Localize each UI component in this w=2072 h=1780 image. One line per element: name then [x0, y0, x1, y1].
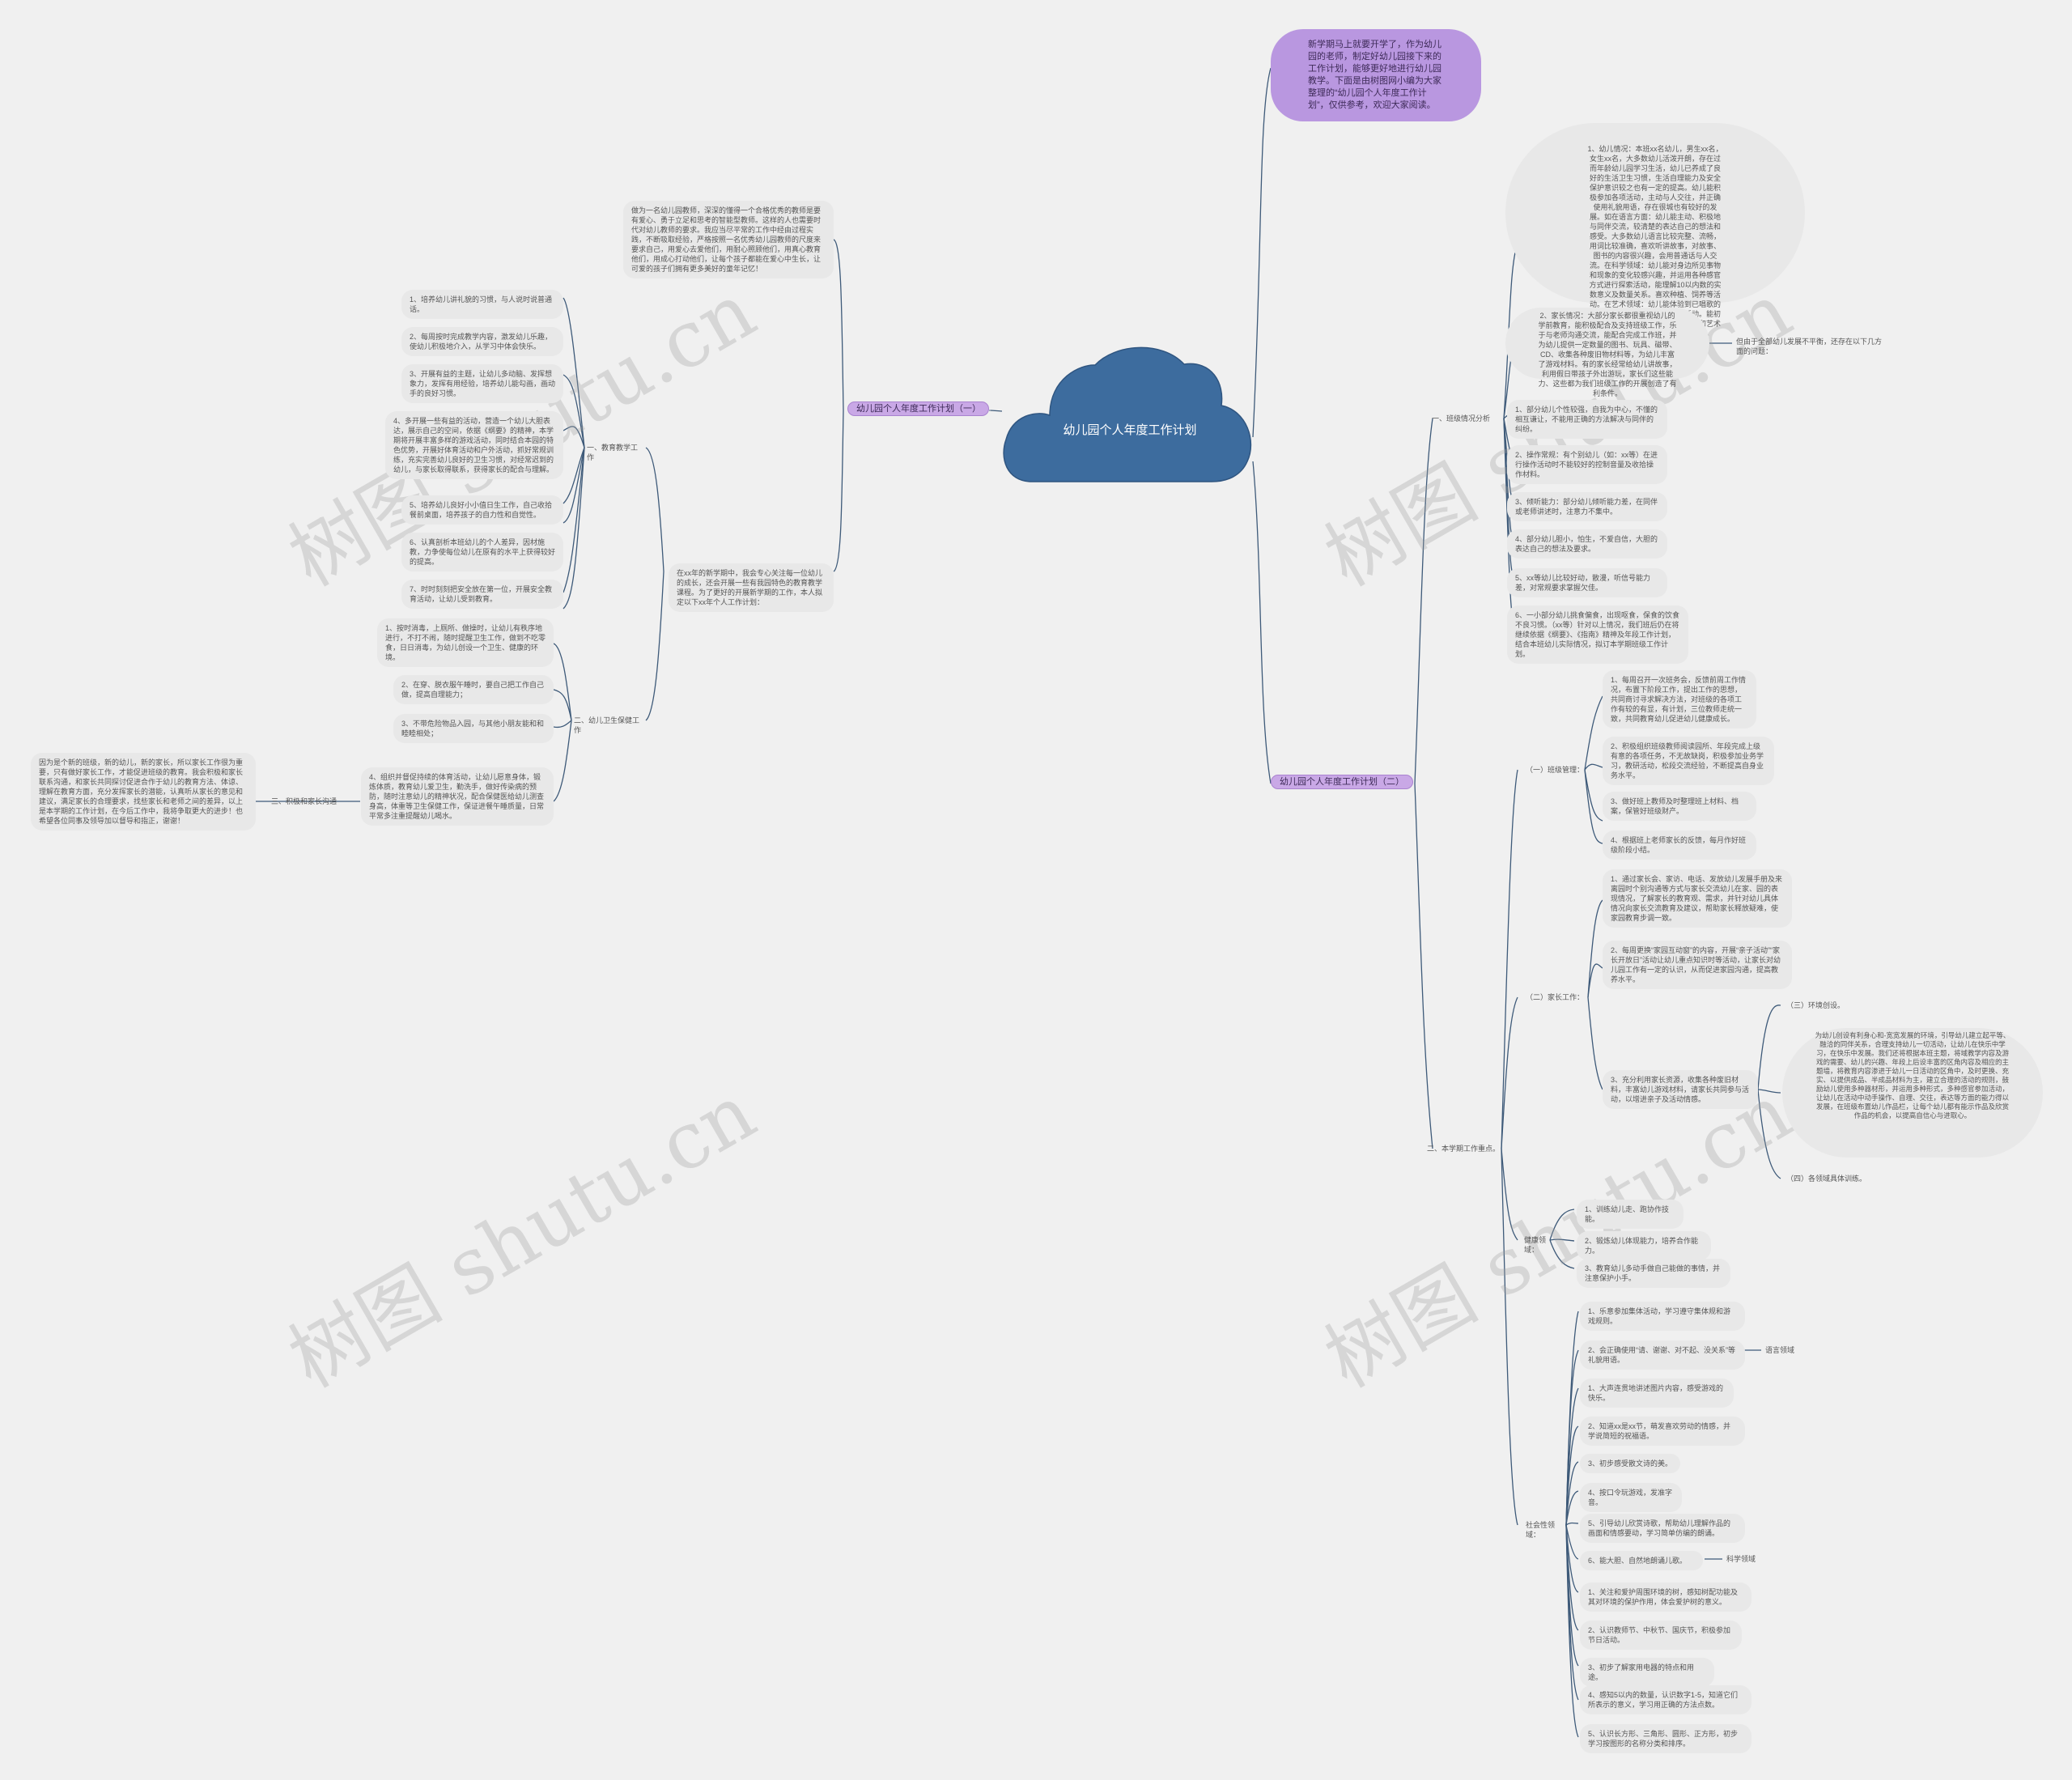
health-care-item[interactable]: 3、不带危险物品入园，与其他小朋友能和和睦睦相处；: [393, 714, 554, 743]
teaching-item[interactable]: 7、时时刻刻把安全放在第一位，开展安全教育活动，让幼儿受到教育。: [401, 580, 563, 609]
class-mgmt-label[interactable]: （一）班级管理：: [1526, 766, 1585, 774]
science-area-label[interactable]: 科学领域: [1726, 1555, 1756, 1563]
health-care-item[interactable]: 2、在穿、脱衣服午睡时，要自己把工作自己做，提高自理能力；: [393, 675, 554, 704]
teaching-item[interactable]: 3、开展有益的主题，让幼儿多动脑、发挥想象力，发挥有用经验，培养幼儿能勾画，画动…: [401, 364, 563, 403]
teaching-item[interactable]: 5、培养幼儿良好小小值日生工作，自己收拾餐前桌面，培养孩子的自力性和自觉性。: [401, 495, 563, 525]
social-area-item[interactable]: 5、认识长方形、三角形、圆形、正方形，初步学习按图形的名称分类和排序。: [1580, 1724, 1751, 1753]
left-intro-text[interactable]: 做为一名幼儿园教师，深深的懂得一个合格优秀的教师是要有爱心、勇于立足和思考的智能…: [623, 201, 834, 278]
class-analysis-item[interactable]: 2、家长情况：大部分家长都很重视幼儿的学前教育，能积极配合及支持班级工作，乐于与…: [1505, 308, 1709, 397]
parents-work-item[interactable]: 2、每周更换“家园互动窗”的内容，开展“亲子活动”“家长开放日”活动让幼儿重点知…: [1603, 941, 1792, 989]
class-analysis-item[interactable]: 4、部分幼儿胆小，怕生，不爱自信，大胆的表达自己的想法及要求。: [1507, 529, 1667, 559]
parents-work-item[interactable]: 3、充分利用家长资源，收集各种废旧材料，丰富幼儿游戏材料，请家长共同参与活动，以…: [1603, 1070, 1758, 1109]
intro-bubble[interactable]: 新学期马上就要开学了，作为幼儿园的老师，制定好幼儿园接下来的工作计划，能够更好地…: [1271, 29, 1481, 121]
health-area-item[interactable]: 3、教育幼儿多动手做自己能做的事情，并注意保护小手。: [1577, 1259, 1730, 1288]
social-area-item[interactable]: 1、关注和爱护周围环境的树，感知树配功能及其对环境的保护作用，体会爱护树的意义。: [1580, 1582, 1751, 1612]
social-area-item[interactable]: 2、认识教师节、中秋节、国庆节，积极参加节日活动。: [1580, 1621, 1742, 1650]
social-area-item[interactable]: 4、感知5以内的数量，认识数字1-5，知道它们所表示的意义，学习用正确的方法点数…: [1580, 1685, 1751, 1714]
class-mgmt-item[interactable]: 2、积极组织班级教师阅读园所、年段完成上级有意的各项任务，不无故缺岗，积极参加业…: [1603, 737, 1774, 785]
social-area-item[interactable]: 2、会正确使用“请、谢谢、对不起、没关系”等礼貌用语。: [1580, 1340, 1745, 1370]
class-analysis-item[interactable]: 6、一小部分幼儿挑食偏食，出现呕食，保食的饮食不良习惯。（xx等）针对以上情况，…: [1507, 605, 1688, 664]
class-analysis-item[interactable]: 5、xx等幼儿比较好动，散漫，听信号能力差，对常规要求掌握欠佳。: [1507, 568, 1667, 597]
health-area-item[interactable]: 2、锻炼幼儿体现能力，培养合作能力。: [1577, 1231, 1711, 1260]
parents-work-label[interactable]: （二）家长工作：: [1526, 993, 1585, 1001]
social-area-item[interactable]: 3、初步了解家用电器的特点和用途。: [1580, 1658, 1714, 1687]
class-analysis-note[interactable]: 但由于全部幼儿发展不平衡，还存在以下几方面的问题：: [1736, 338, 1883, 355]
environment-label[interactable]: （三）环境创设。: [1786, 1001, 1845, 1009]
section-label-key-work[interactable]: 二、本学期工作重点。: [1427, 1145, 1501, 1153]
teaching-item[interactable]: 1、培养幼儿讲礼貌的习惯，与人说时说普通话。: [401, 290, 563, 319]
health-area-item[interactable]: 1、训练幼儿走、跑协作技能。: [1577, 1200, 1684, 1229]
social-area-item[interactable]: 3、初步感受散文诗的美。: [1580, 1454, 1680, 1473]
class-analysis-item[interactable]: 1、幼儿情况：本班xx名幼儿，男生xx名，女生xx名，大多数幼儿活泼开朗，存在过…: [1505, 123, 1805, 338]
branch-plan-two[interactable]: 幼儿园个人年度工作计划（二）: [1271, 775, 1413, 789]
root-topic[interactable]: 幼儿园个人年度工作计划: [1063, 423, 1197, 437]
health-care-item[interactable]: 4、组织并督促持续的体育活动，让幼儿愿意身体，锻炼体质，教育幼儿爱卫生，勤洗手，…: [361, 767, 554, 826]
section-label-class-analysis[interactable]: 一、班级情况分析: [1432, 414, 1491, 423]
social-area-label[interactable]: 社会性领域：: [1526, 1521, 1556, 1539]
teaching-item[interactable]: 6、认真剖析本班幼儿的个人差异，因材施教，力争使每位幼儿在原有的水平上获得较好的…: [401, 533, 563, 571]
environment-text[interactable]: 为幼儿创设有利身心和-宽宽发展的环境，引导幼儿建立起平等、融洽的同伴关系，合理支…: [1782, 1028, 2043, 1158]
teaching-item[interactable]: 2、每周按时完成教学内容，激发幼儿乐趣，使幼儿积极地介入，从学习中体会快乐。: [401, 327, 563, 356]
section-label-teaching[interactable]: 一、教育教学工作: [587, 444, 639, 461]
class-mgmt-item[interactable]: 1、每周召开一次班务会，反馈前周工作情况，布置下阶段工作，提出工作的思想，共同商…: [1603, 670, 1756, 729]
parents-work-item[interactable]: 1、通过家长会、家访、电话、发放幼儿发展手册及来离园时个别沟通等方式与家长交流幼…: [1603, 869, 1792, 928]
social-area-item[interactable]: 6、能大胆、自然地朗诵儿歌。: [1580, 1551, 1703, 1570]
teaching-item[interactable]: 4、多开展一些有益的活动，营造一个幼儿大胆表达，展示自己的空间，依据《纲要》的精…: [385, 411, 563, 479]
class-mgmt-item[interactable]: 4、根据班上老师家长的反馈，每月作好班级阶段小结。: [1603, 831, 1756, 860]
social-area-item[interactable]: 5、引导幼儿欣赏诗歌，帮助幼儿理解作品的画面和情感要动，学习简单仿编的朗诵。: [1580, 1514, 1745, 1543]
areas-label[interactable]: （四）各领域具体训练。: [1786, 1175, 1867, 1183]
section-label-parents[interactable]: 三、积极和家长沟通: [271, 797, 338, 805]
social-area-item[interactable]: 2、知道xx是xx节，萌发喜欢劳动的情感，并学说简短的祝福语。: [1580, 1417, 1745, 1446]
left-plan-text[interactable]: 在xx年的新学期中，我会专心关注每一位幼儿的成长，还会开展一些有我园特色的教育教…: [669, 563, 834, 612]
social-area-item[interactable]: 4、按口令玩游戏，发准字音。: [1580, 1483, 1682, 1512]
class-analysis-item[interactable]: 1、部分幼儿个性较强，自我为中心，不懂的相互谦让，不能用正确的方法解决与同伴的纠…: [1507, 400, 1667, 439]
parents-text[interactable]: 因为是个新的班级，新的幼儿，新的家长，所以家长工作很为重要，只有做好家长工作，才…: [31, 753, 256, 831]
language-area-label[interactable]: 语言领域: [1765, 1346, 1795, 1354]
root-cloud-icon: [1003, 346, 1252, 482]
class-mgmt-item[interactable]: 3、做好班上教师及时整理班上材料、档案，保管好班级财产。: [1603, 792, 1756, 821]
social-area-item[interactable]: 1、大声连贯地讲述图片内容，感受游戏的快乐。: [1580, 1379, 1734, 1408]
class-analysis-item[interactable]: 3、倾听能力：部分幼儿倾听能力差，在同伴或老师讲述时，注意力不集中。: [1507, 492, 1667, 521]
section-label-health-care[interactable]: 二、幼儿卫生保健工作: [574, 716, 640, 734]
class-analysis-item[interactable]: 2、操作常规：有个别幼儿（如：xx等）在进行操作活动时不能较好的控制音量及收拾操…: [1507, 445, 1667, 484]
health-area-label[interactable]: 健康领域：: [1524, 1236, 1547, 1254]
branch-plan-one[interactable]: 幼儿园个人年度工作计划（一）: [847, 401, 989, 416]
social-area-item[interactable]: 1、乐意参加集体活动，学习遵守集体规和游戏规则。: [1580, 1302, 1745, 1331]
health-care-item[interactable]: 1、按时消毒，上厕所、做操时，让幼儿有秩序地进行，不打不闹，随时提醒卫生工作，做…: [377, 618, 554, 667]
